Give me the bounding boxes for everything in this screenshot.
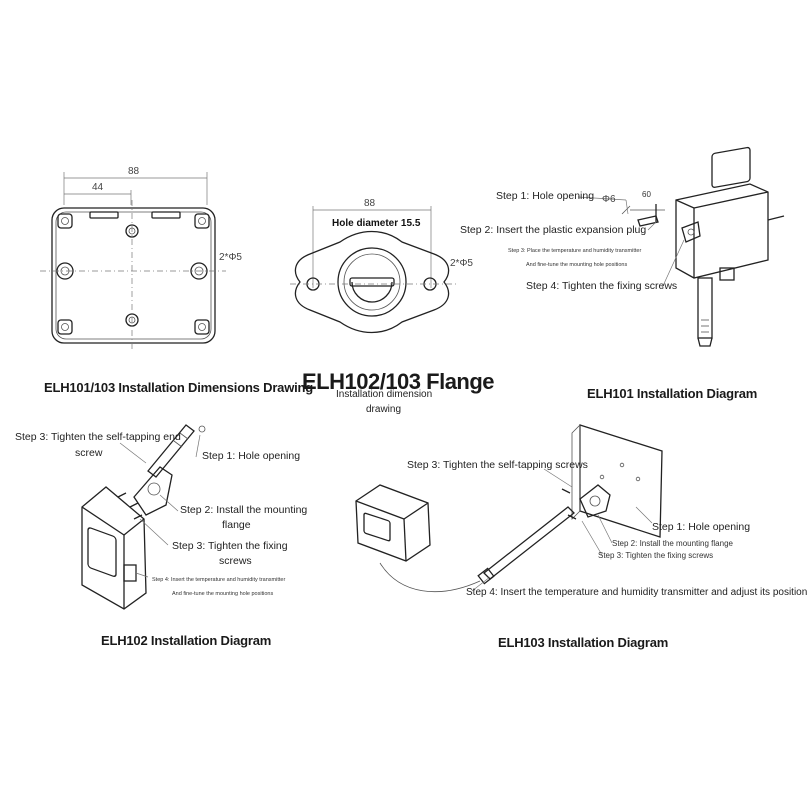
caption-elh101-installation: ELH101 Installation Diagram — [587, 386, 758, 401]
enclosure-front-drawing — [40, 172, 226, 350]
caption-elh102-installation: ELH102 Installation Diagram — [101, 633, 272, 648]
elh102-step4-line2: And fine-tune the mounting hole position… — [172, 591, 274, 597]
caption-elh103-installation: ELH103 Installation Diagram — [498, 635, 669, 650]
panel-flange-dimensions: 88 Hole diameter 15.5 2*Φ5 ELH102/103 Fl… — [280, 180, 495, 420]
panel-elh101-dimensions: 88 44 2*Φ5 ELH101/103 Installation Dimen… — [0, 0, 313, 400]
elh101-depth-60: 60 — [642, 190, 651, 199]
flange-hole-label: 2*Φ5 — [450, 258, 473, 269]
caption-flange-line1: Installation dimension — [336, 389, 433, 400]
panel-elh103-installation: Step 3: Tighten the self-tapping screws … — [340, 415, 807, 655]
elh103-step4: Step 4: Insert the temperature and humid… — [466, 587, 807, 598]
elh103-install-drawing — [355, 424, 663, 593]
caption-elh101-dimensions: ELH101/103 Installation Dimensions Drawi… — [44, 380, 314, 395]
panel-elh102-installation: Step 3: Tighten the self-tapping end scr… — [0, 415, 307, 655]
elh102-step1: Step 1: Hole opening — [202, 450, 301, 462]
caption-flange-line2: drawing — [366, 404, 402, 415]
elh102-step3b-line2: screws — [219, 555, 252, 567]
elh101-step3-line2: And fine-tune the mounting hole position… — [526, 262, 628, 268]
dim-88-flange: 88 — [364, 198, 376, 209]
elh102-step2-line1: Step 2: Install the mounting — [180, 504, 308, 516]
elh102-install-drawing — [81, 424, 206, 610]
elh102-step3-line1: Step 3: Tighten the self-tapping end — [15, 431, 181, 443]
elh103-step2: Step 2: Install the mounting flange — [612, 539, 733, 548]
flange-title: ELH102/103 Flange — [302, 369, 495, 394]
elh101-step4: Step 4: Tighten the fixing screws — [526, 280, 678, 292]
elh102-step2-line2: flange — [222, 519, 251, 531]
elh103-step1: Step 1: Hole opening — [652, 521, 751, 533]
elh101-step1: Step 1: Hole opening — [496, 190, 595, 202]
hole-label: 2*Φ5 — [219, 252, 242, 263]
elh102-step3-line2: screw — [75, 447, 103, 459]
elh102-step4-line1: Step 4: Insert the temperature and humid… — [152, 577, 286, 583]
elh101-step2: Step 2: Insert the plastic expansion plu… — [460, 224, 647, 236]
elh101-step3-line1: Step 3: Place the temperature and humidi… — [508, 248, 642, 254]
dim-44: 44 — [92, 182, 104, 193]
panel-elh101-installation: Step 1: Hole opening Φ6 60 Step 2: Inser… — [450, 146, 800, 410]
hole-diameter-label: Hole diameter 15.5 — [332, 218, 421, 229]
elh102-step3b-line1: Step 3: Tighten the fixing — [172, 540, 288, 552]
dim-88: 88 — [128, 166, 140, 177]
elh101-install-drawing — [577, 146, 785, 347]
elh103-step3: Step 3: Tighten the self-tapping screws — [407, 459, 588, 471]
flange-drawing — [290, 206, 456, 334]
elh101-phi6: Φ6 — [602, 194, 616, 205]
elh103-step3b: Step 3: Tighten the fixing screws — [598, 551, 714, 560]
